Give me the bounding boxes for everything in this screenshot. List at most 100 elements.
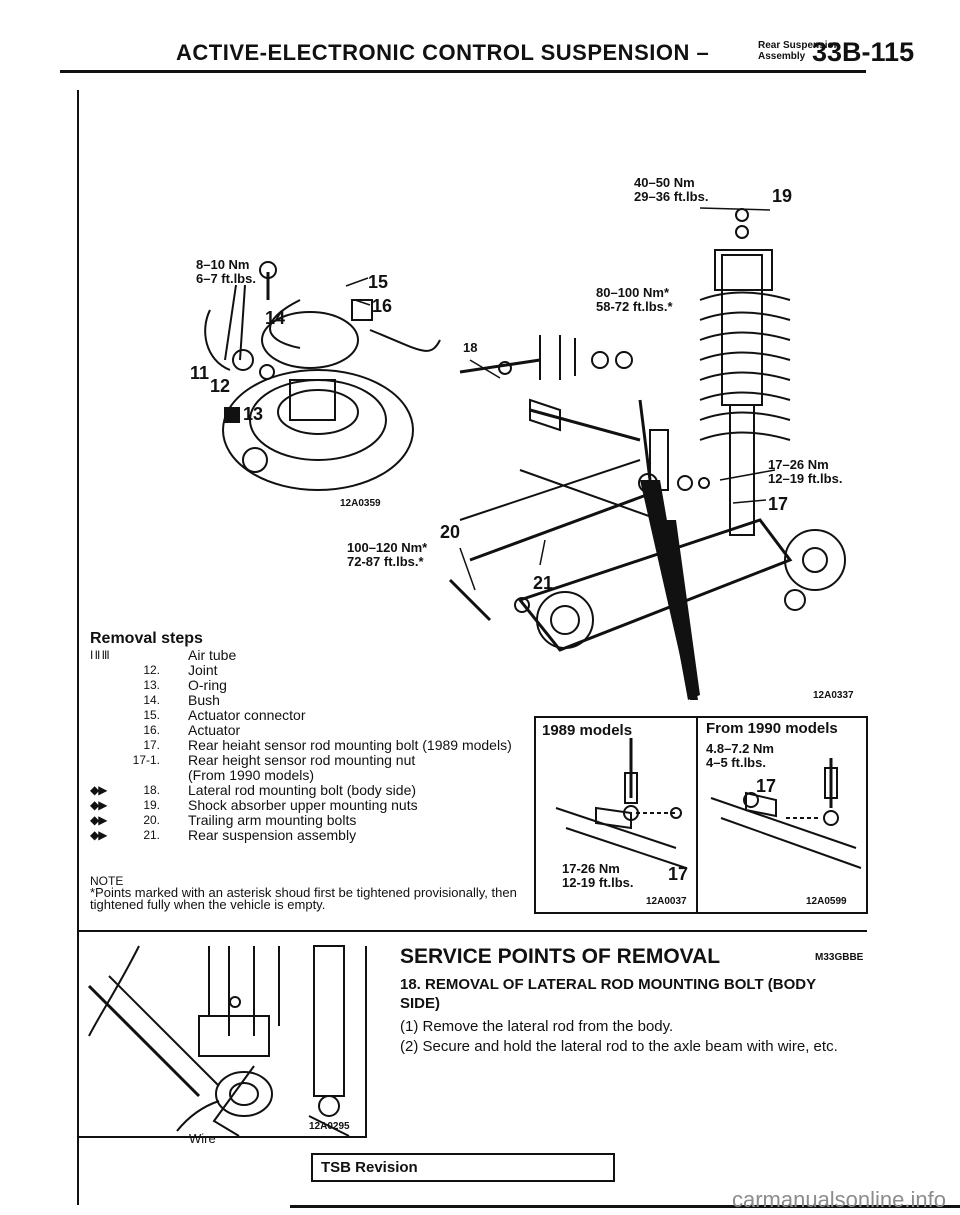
service-substep-1: (1) Remove the lateral rod from the body… — [400, 1018, 674, 1035]
removal-step: ◆▶ 19. Shock absorber upper mounting nuts — [90, 798, 530, 813]
step-marker: ◆▶ — [90, 813, 107, 827]
step-text: Trailing arm mounting bolts — [188, 812, 357, 828]
step-marker: ◆▶ — [90, 828, 107, 842]
step-text: Rear heiaht sensor rod mounting bolt (19… — [188, 737, 512, 753]
part-number-18: 18 — [463, 340, 478, 355]
removal-step: ◆▶20.Trailing arm mounting bolts — [90, 813, 530, 828]
part-number-17: 17 — [768, 494, 789, 514]
step-text: Rear suspension assembly — [188, 827, 357, 843]
tsb-revision-label: TSB Revision — [321, 1159, 418, 1176]
removal-step: 13.O-ring — [90, 678, 530, 693]
part-number-14: 14 — [265, 308, 286, 328]
step-marker: I II III — [90, 648, 110, 662]
note-block: NOTE *Points marked with an asterisk sho… — [90, 875, 530, 911]
step-text: Bush — [188, 692, 220, 708]
step-number: 14. — [143, 693, 160, 707]
torque-17-ftlbs: 12–19 ft.lbs. — [768, 471, 843, 486]
service-step-18-title: 18. REMOVAL OF LATERAL ROD MOUNTING BOLT… — [400, 976, 816, 1012]
models-1990-torque: 4.8–7.2 Nm 4–5 ft.lbs. — [706, 742, 774, 770]
models-comparison-box: 1989 models From 1990 models 4.8–7.2 Nm … — [534, 716, 868, 914]
removal-step: ◆▶ 18. Lateral rod mounting bolt (body sid… — [90, 783, 530, 798]
removal-step: (From 1990 models) — [90, 768, 530, 783]
removal-step: 17. Rear heiaht sensor rod mounting bolt … — [90, 738, 530, 753]
step-marker: ◆▶ — [90, 783, 107, 797]
torque-19-ftlbs: 29–36 ft.lbs. — [634, 189, 709, 204]
figure-code-right: 12A0337 — [813, 690, 854, 701]
service-substep-2: (2) Secure and hold the lateral rod to t… — [400, 1038, 838, 1055]
removal-steps-title: Removal steps — [90, 630, 203, 647]
torque-label-18: 80–100 Nm* 58-72 ft.lbs.* — [596, 286, 673, 314]
models-1989-torque-nm: 17-26 Nm — [562, 861, 620, 876]
part-number-11: 11 — [190, 363, 210, 383]
watermark: carmanualsonline.info — [731, 1187, 946, 1212]
page-header: ACTIVE-ELECTRONIC CONTROL SUSPENSION – R… — [0, 0, 960, 80]
wire-figure-drawing — [87, 945, 350, 1137]
models-1990-torque-ftlbs: 4–5 ft.lbs. — [706, 755, 766, 770]
step-number: 12. — [143, 663, 160, 677]
torque-11-ftlbs: 6–7 ft.lbs. — [196, 271, 256, 286]
wire-figure-code: 12A0295 — [309, 1121, 350, 1132]
header-subtitle-line2: Assembly — [758, 51, 806, 62]
step-text: Joint — [188, 662, 218, 678]
torque-20-nm: 100–120 Nm* — [347, 540, 428, 555]
removal-step: 14. Bush — [90, 693, 530, 708]
step-text: Lateral rod mounting bolt (body side) — [188, 782, 417, 798]
note-heading: NOTE — [90, 874, 124, 888]
removal-step: 12. Joint — [90, 663, 530, 678]
torque-20-ftlbs: 72-87 ft.lbs.* — [347, 554, 424, 569]
step-text: Air tube — [188, 647, 237, 663]
step-text: Actuator — [188, 722, 241, 738]
part-number-16: 16 — [372, 296, 393, 316]
removal-step: 15.Actuator connector — [90, 708, 530, 723]
step-marker: ◆▶ — [90, 798, 107, 812]
step-number: 19. — [143, 798, 160, 812]
models-1990-part-17: 17 — [756, 776, 777, 796]
step-text: O-ring — [188, 677, 227, 693]
removal-step: 17-1. Rear height sensor rod mounting nut — [90, 753, 530, 768]
torque-18-nm: 80–100 Nm* — [596, 285, 669, 300]
models-1989-code: 12A0037 — [646, 896, 687, 907]
step-number: 17-1. — [132, 753, 160, 767]
step-number: 16. — [143, 723, 160, 737]
step-number: 18. — [143, 783, 160, 797]
torque-17-nm: 17–26 Nm — [768, 457, 829, 472]
header-subtitle: Rear Suspension Assembly — [758, 40, 840, 62]
models-1990-title: From 1990 models — [706, 720, 838, 737]
models-1990-code: 12A0599 — [806, 896, 847, 907]
note-text: *Points marked with an asterisk shoud fi… — [90, 885, 517, 912]
step-text: Shock absorber upper mounting nuts — [188, 797, 418, 813]
part-number-19: 19 — [772, 186, 793, 206]
models-1990-torque-nm: 4.8–7.2 Nm — [706, 741, 774, 756]
torque-11-nm: 8–10 Nm — [196, 257, 250, 272]
torque-label-19: 40–50 Nm 29–36 ft.lbs. — [634, 176, 708, 204]
part-number-13: 13 — [243, 404, 264, 424]
removal-step: I II III Air tube — [90, 648, 530, 663]
part-number-20: 20 — [440, 522, 461, 542]
torque-19-nm: 40–50 Nm — [634, 175, 695, 190]
header-subtitle-line1: Rear Suspension — [758, 40, 840, 51]
header-title: ACTIVE-ELECTRONIC CONTROL SUSPENSION – — [176, 40, 710, 65]
models-box-drawing — [555, 738, 862, 869]
service-points-title: SERVICE POINTS OF REMOVAL — [400, 945, 721, 968]
models-1989-part-17: 17 — [668, 864, 689, 884]
step-text: Rear height sensor rod mounting nut — [188, 752, 416, 768]
footer-rule — [290, 1205, 960, 1208]
part-number-12: 12 — [210, 376, 231, 396]
n-badge-icon — [224, 407, 240, 423]
left-margin-rule — [77, 90, 79, 1205]
step-text: Actuator connector — [188, 707, 306, 723]
part-number-21: 21 — [533, 573, 554, 593]
torque-label-11: 8–10 Nm 6–7 ft.lbs. — [196, 258, 256, 286]
models-1989-torque: 17-26 Nm 12-19 ft.lbs. — [562, 862, 634, 890]
step-number: 17. — [143, 738, 160, 752]
models-box-divider — [696, 718, 698, 912]
header-rule — [60, 70, 866, 73]
removal-step: ◆▶21.Rear suspension assembly — [90, 828, 530, 843]
section-divider — [77, 930, 867, 932]
wire-label: Wire — [189, 1131, 216, 1146]
models-1989-title: 1989 models — [542, 722, 633, 739]
figure-code-left: 12A0359 — [340, 498, 381, 509]
step-text: (From 1990 models) — [188, 767, 315, 783]
